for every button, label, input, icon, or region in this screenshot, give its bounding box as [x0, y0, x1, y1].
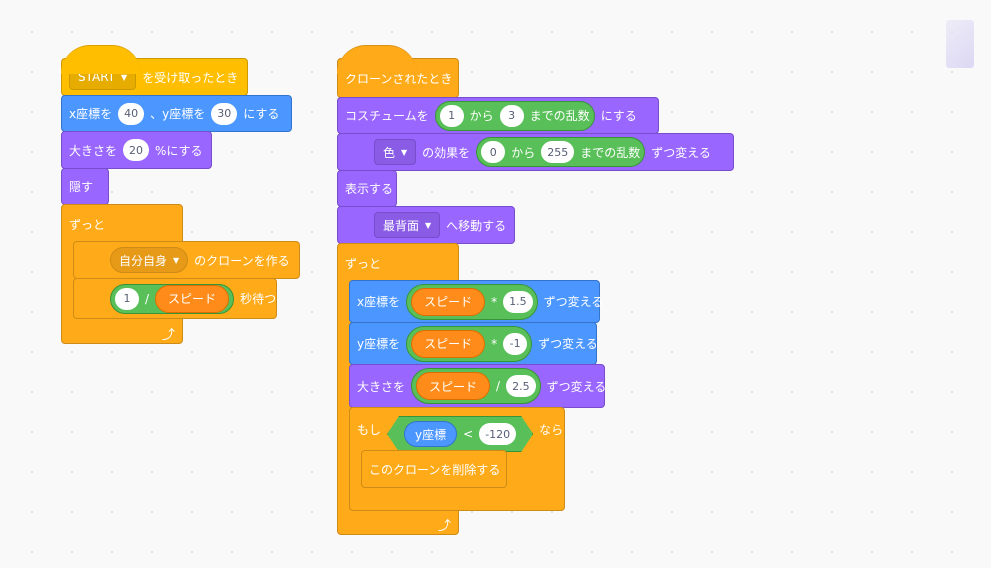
wait-block[interactable]: 1 / スピード 秒待つ — [73, 278, 277, 319]
from-input[interactable]: 0 — [481, 141, 506, 163]
block-label: ずつ変える — [651, 145, 711, 160]
layer-name: 最背面 — [383, 218, 420, 233]
divide-operator[interactable]: 1 / スピード — [110, 283, 235, 314]
number-input[interactable]: 2.5 — [506, 375, 536, 397]
block-label: にする — [243, 107, 280, 121]
change-y-block[interactable]: y座標を スピード * -1 ずつ変える — [349, 322, 598, 365]
speed-variable[interactable]: スピード — [416, 372, 491, 400]
speed-variable[interactable]: スピード — [411, 287, 486, 316]
when-broadcast-received-block[interactable]: START ▼ を受け取ったとき — [61, 45, 248, 96]
block-label: クローンされたとき — [345, 71, 453, 86]
layer-dropdown[interactable]: 最背面 ▼ — [374, 212, 441, 238]
block-label: ずっと — [69, 218, 106, 232]
x-input[interactable]: 40 — [118, 102, 145, 125]
y-position-reporter[interactable]: y座標 — [404, 421, 457, 447]
operator-label: から — [469, 109, 494, 123]
chevron-down-icon: ▼ — [173, 255, 180, 265]
number-input[interactable]: 1.5 — [503, 290, 533, 313]
block-label: 秒待つ — [240, 292, 277, 306]
operator-symbol: * — [491, 336, 498, 351]
delete-clone-block[interactable]: このクローンを削除する — [361, 450, 507, 488]
block-label: 、y座標を — [150, 107, 206, 121]
block-label: y座標を — [357, 337, 401, 351]
sprite-thumbnail[interactable] — [946, 20, 974, 68]
random-operator[interactable]: 0 から 255 までの乱数 — [476, 137, 646, 167]
go-to-layer-block[interactable]: 最背面 ▼ へ移動する — [337, 206, 515, 244]
operator-symbol: < — [463, 427, 474, 441]
if-block[interactable]: もし y座標 < -120 なら — [349, 407, 565, 511]
less-than-operator[interactable]: y座標 < -120 — [387, 416, 533, 452]
chevron-down-icon: ▼ — [121, 72, 128, 82]
operator-symbol: * — [491, 294, 498, 309]
show-block[interactable]: 表示する — [337, 170, 397, 207]
divide-operator[interactable]: スピード / 2.5 — [411, 368, 541, 404]
loop-arrow-icon: ⤴ — [438, 519, 452, 534]
change-effect-block[interactable]: 色▼ の効果を 0 から 255 までの乱数 ずつ変える — [337, 133, 734, 171]
block-label: ずつ変える — [546, 379, 607, 394]
change-size-block[interactable]: 大きさを スピード / 2.5 ずつ変える — [349, 364, 607, 408]
clone-target: 自分自身 — [119, 253, 168, 268]
number-input[interactable]: -1 — [503, 332, 528, 355]
operator-label: までの乱数 — [529, 109, 590, 123]
set-size-block[interactable]: 大きさを 20 %にする — [61, 131, 212, 169]
create-clone-block[interactable]: 自分自身 ▼ のクローンを作る — [73, 241, 300, 279]
switch-costume-block[interactable]: コスチュームを 1 から 3 までの乱数 にする — [337, 97, 659, 134]
operator-symbol: / — [496, 379, 501, 393]
effect-dropdown[interactable]: 色▼ — [374, 139, 417, 165]
operator-symbol: / — [145, 291, 150, 306]
to-input[interactable]: 3 — [499, 104, 524, 127]
multiply-operator[interactable]: スピード * 1.5 — [406, 283, 538, 320]
block-label: へ移動する — [446, 218, 507, 233]
from-input[interactable]: 1 — [439, 104, 464, 127]
block-label: ずつ変える — [538, 337, 598, 351]
block-label: x座標を — [357, 295, 401, 309]
loop-arrow-icon: ⤴ — [162, 328, 176, 343]
block-label: %にする — [155, 143, 203, 158]
goto-xy-block[interactable]: x座標を 40 、y座標を 30 にする — [61, 95, 292, 132]
effect-name: 色 — [383, 145, 396, 160]
block-label: もし — [357, 423, 382, 437]
operator-label: から — [511, 145, 536, 160]
operator-label: までの乱数 — [580, 145, 641, 160]
number-input[interactable]: 1 — [115, 287, 139, 310]
block-label: x座標を — [69, 107, 113, 121]
block-label: なら — [539, 423, 564, 437]
block-label: の効果を — [422, 145, 471, 160]
block-label: ずっと — [345, 257, 382, 271]
block-label: 隠す — [69, 180, 94, 194]
block-label: 表示する — [345, 182, 394, 196]
random-operator[interactable]: 1 から 3 までの乱数 — [434, 100, 595, 131]
clone-target-dropdown[interactable]: 自分自身 ▼ — [110, 247, 189, 273]
block-label: のクローンを作る — [194, 253, 290, 268]
block-label: を受け取ったとき — [142, 70, 239, 85]
block-label: ずつ変える — [543, 295, 604, 309]
multiply-operator[interactable]: スピード * -1 — [406, 325, 533, 362]
hide-block[interactable]: 隠す — [61, 168, 109, 205]
block-label: このクローンを削除する — [369, 462, 501, 477]
speed-variable[interactable]: スピード — [155, 284, 230, 313]
block-label: 大きさを — [69, 143, 118, 158]
broadcast-dropdown[interactable]: START ▼ — [69, 64, 137, 90]
block-label: コスチュームを — [345, 109, 429, 123]
block-label: にする — [600, 109, 637, 123]
to-input[interactable]: 255 — [541, 141, 575, 163]
chevron-down-icon: ▼ — [401, 147, 408, 157]
when-start-as-clone-block[interactable]: クローンされたとき — [337, 45, 459, 98]
broadcast-name: START — [78, 70, 116, 84]
number-input[interactable]: -120 — [479, 423, 516, 445]
speed-variable[interactable]: スピード — [411, 329, 486, 358]
block-label: 大きさを — [357, 379, 406, 394]
change-x-block[interactable]: x座標を スピード * 1.5 ずつ変える — [349, 280, 603, 323]
chevron-down-icon: ▼ — [425, 220, 432, 230]
y-input[interactable]: 30 — [211, 102, 238, 125]
size-input[interactable]: 20 — [123, 139, 150, 161]
